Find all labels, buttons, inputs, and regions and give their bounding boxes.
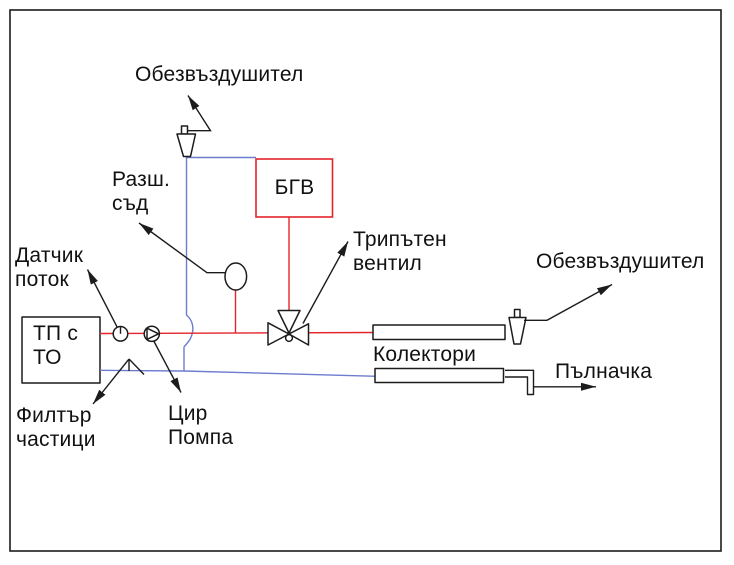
substation-box	[21, 316, 101, 384]
label-substation: ТП с ТО	[33, 322, 79, 369]
dhw-box: БГВ	[256, 159, 333, 217]
label-collectors: Колектори	[373, 343, 477, 366]
label-circulation-pump: Цир Помпа	[168, 402, 234, 449]
label-particle-filter: Филтър частици	[16, 404, 96, 451]
filler-spout	[505, 369, 535, 396]
label-air-vent-top: Обезвъздушител	[135, 63, 304, 86]
collector-top	[372, 324, 506, 341]
outer-border	[9, 9, 722, 552]
leader-three-way-valve	[302, 241, 349, 324]
leader-air-vent-right	[524, 283, 613, 321]
air-vent-left-icon	[176, 125, 197, 158]
pump-icon	[143, 325, 161, 343]
expansion-vessel-icon	[224, 262, 248, 291]
label-filler: Пълначка	[555, 360, 653, 383]
label-flow-sensor: Датчик поток	[15, 244, 84, 291]
label-expansion-vessel: Разш. съд	[112, 168, 171, 215]
leader-expansion-vessel	[138, 222, 226, 274]
cold-return-pipe	[99, 156, 378, 377]
label-three-way-valve: Трипътен вентил	[353, 228, 447, 275]
three-way-valve-icon	[267, 309, 310, 346]
leader-air-vent-top	[187, 95, 212, 132]
leader-flow-sensor	[86, 269, 119, 329]
label-dhw: БГВ	[274, 176, 315, 199]
dhw-box-outline	[255, 158, 334, 218]
leader-pump	[152, 340, 182, 393]
air-vent-right-icon	[508, 308, 527, 345]
collector-bottom	[374, 367, 505, 384]
filter-icon	[128, 358, 145, 375]
label-air-vent-right: Обезвъздушител	[536, 250, 705, 273]
leader-filter	[92, 358, 130, 405]
flow-sensor-icon	[112, 325, 129, 342]
